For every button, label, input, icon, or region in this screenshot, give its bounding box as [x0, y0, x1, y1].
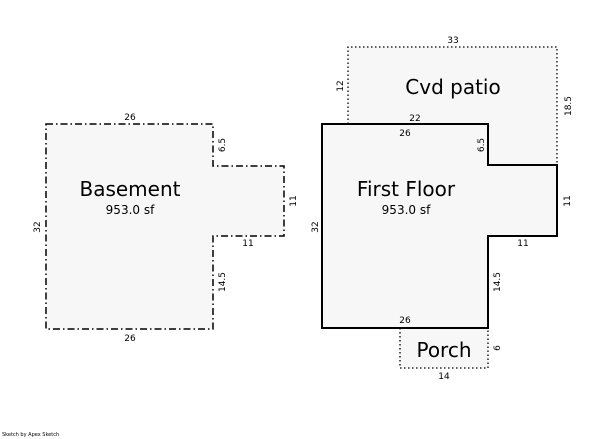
basement-area-value: 953.0 sf [106, 203, 155, 217]
basement-dim-bottom: 26 [124, 334, 136, 344]
basement-dim-left: 32 [33, 221, 43, 232]
basement-dim-right: 11 [289, 195, 299, 206]
first-floor-dim-right: 11 [563, 195, 573, 206]
cvd-patio-area: Cvd patio 33 12 18.5 22 [336, 36, 574, 165]
basement-label: Basement [79, 177, 180, 201]
porch-area: Porch 6 14 [399, 328, 503, 382]
cvd-patio-dim-top: 33 [447, 36, 458, 46]
basement-dim-top: 26 [124, 113, 136, 123]
first-floor-dim-bottom: 26 [399, 316, 411, 326]
first-floor-area-value: 953.0 sf [382, 203, 431, 217]
porch-dim-right: 6 [493, 345, 503, 351]
basement-dim-notch-upper-side: 6.5 [218, 138, 228, 152]
cvd-patio-dim-left: 12 [336, 80, 346, 91]
porch-label: Porch [416, 338, 471, 362]
basement-dim-notch-lower-side: 14.5 [218, 272, 228, 292]
basement-dim-notch-bottom: 11 [242, 239, 253, 249]
cvd-patio-dim-bottom: 22 [409, 114, 420, 124]
sketch-credit: Sketch by Apex Sketch [2, 432, 59, 438]
cvd-patio-dim-right: 18.5 [564, 96, 574, 116]
first-floor-dim-notch-bottom: 11 [517, 239, 528, 249]
first-floor-dim-top: 26 [399, 129, 411, 139]
first-floor-dim-left: 32 [311, 221, 321, 232]
first-floor-dim-notch-upper-side: 6.5 [477, 138, 487, 152]
first-floor-label: First Floor [357, 177, 456, 201]
first-floor-dim-notch-lower-side: 14.5 [493, 272, 503, 292]
basement-area: Basement 953.0 sf 26 6.5 11 11 14.5 26 3… [33, 113, 299, 344]
first-floor-area: First Floor 953.0 sf 26 6.5 11 11 14.5 2… [311, 123, 573, 329]
cvd-patio-label: Cvd patio [405, 75, 500, 99]
porch-dim-bottom: 14 [438, 372, 450, 382]
